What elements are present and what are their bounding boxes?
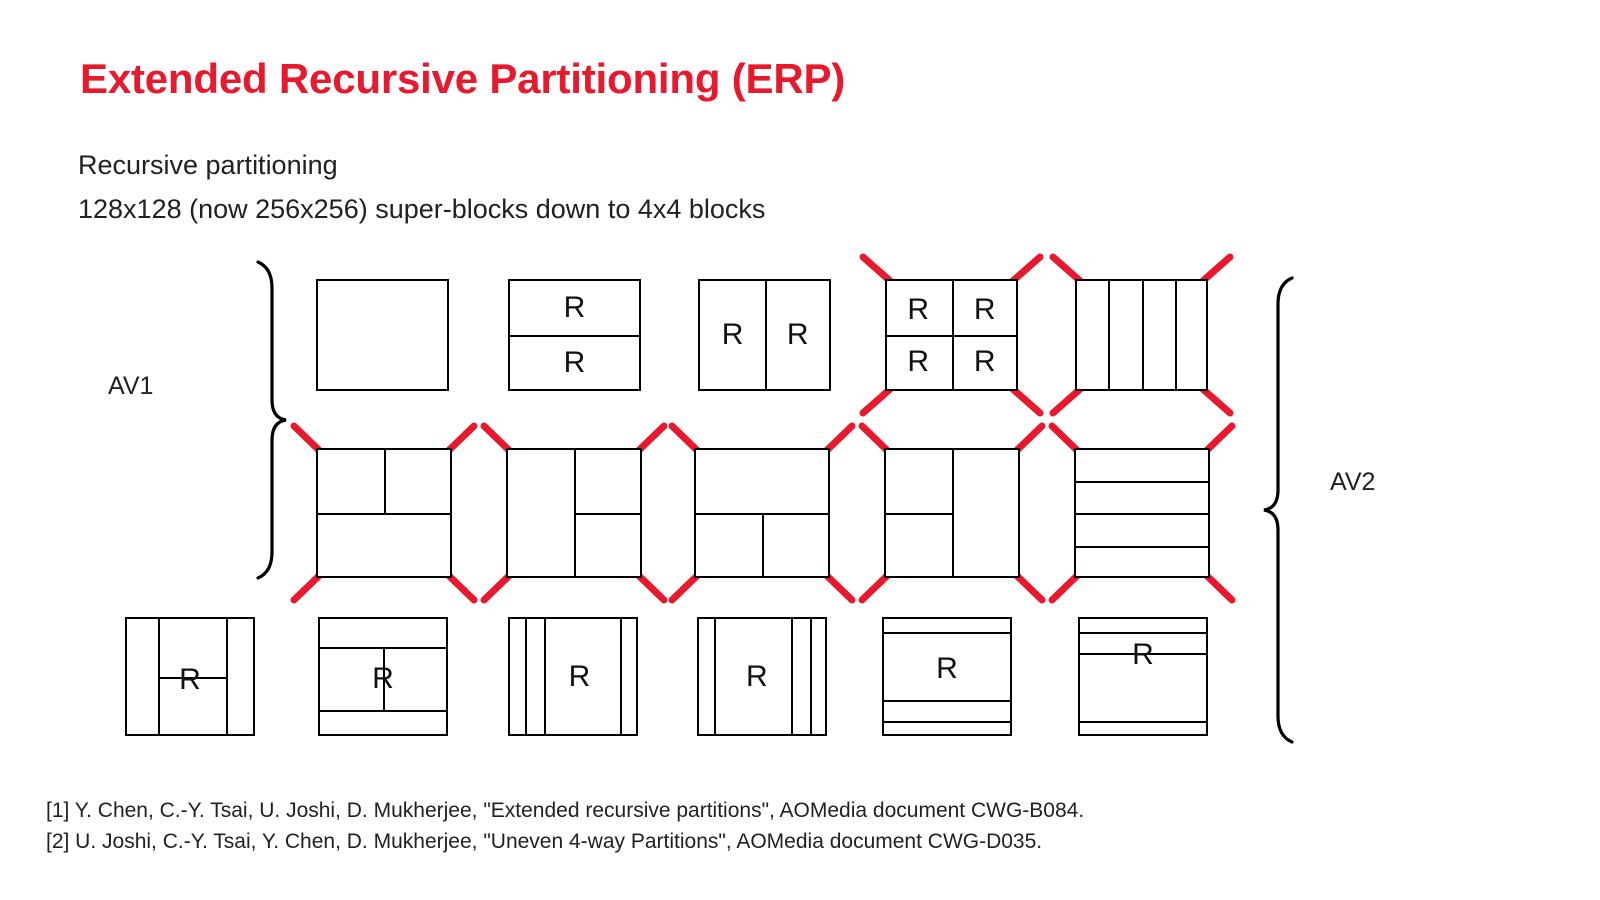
r-marker: R bbox=[936, 652, 958, 686]
block-border bbox=[1078, 617, 1208, 736]
partition-block-horz-a-partition[interactable] bbox=[316, 448, 452, 578]
divider-vertical bbox=[952, 448, 954, 578]
r-marker: R bbox=[973, 344, 996, 378]
divider-vertical bbox=[226, 617, 229, 736]
r-marker: R bbox=[568, 659, 591, 693]
r-marker: R bbox=[907, 344, 930, 378]
subtitle-line-1: Recursive partitioning bbox=[78, 150, 338, 180]
divider-vertical bbox=[384, 448, 386, 513]
divider-horizontal bbox=[884, 513, 952, 515]
divider-vertical bbox=[790, 617, 793, 736]
partition-block-horz-4-partition[interactable] bbox=[1074, 448, 1210, 578]
divider-horizontal bbox=[882, 720, 1012, 723]
divider-horizontal bbox=[574, 513, 642, 515]
subtitle-line-2: 128x128 (now 256x256) super-blocks down … bbox=[78, 194, 766, 224]
divider-vertical bbox=[810, 617, 813, 736]
reference-item-1: [1] Y. Chen, C.-Y. Tsai, U. Joshi, D. Mu… bbox=[46, 799, 1085, 822]
r-marker: R bbox=[721, 318, 744, 351]
partition-block-uneven-horz-3-partition[interactable]: R bbox=[318, 617, 448, 736]
divider-vertical bbox=[764, 279, 767, 391]
partition-block-uneven-vert-4-right-partition[interactable]: R bbox=[697, 617, 827, 736]
page-title: Extended Recursive Partitioning (ERP) bbox=[80, 55, 846, 102]
divider-vertical bbox=[619, 617, 622, 736]
partition-block-uneven-horz-4-bottom-partition[interactable]: R bbox=[1078, 617, 1208, 736]
r-marker: R bbox=[786, 318, 809, 351]
divider-vertical bbox=[1108, 279, 1111, 391]
partition-block-vert-a-partition[interactable] bbox=[506, 448, 642, 578]
divider-vertical bbox=[1174, 279, 1177, 391]
divider-horizontal bbox=[1074, 480, 1210, 483]
divider-horizontal bbox=[157, 676, 227, 679]
r-marker: R bbox=[563, 346, 586, 379]
divider-vertical bbox=[713, 617, 716, 736]
r-marker: R bbox=[973, 292, 996, 326]
divider-horizontal bbox=[882, 632, 1012, 635]
divider-horizontal bbox=[508, 335, 641, 337]
divider-horizontal bbox=[885, 335, 1018, 337]
partition-block-vert-b-partition[interactable] bbox=[884, 448, 1020, 578]
divider-vertical bbox=[544, 617, 547, 736]
divider-horizontal bbox=[1078, 632, 1208, 635]
reference-item-2: [2] U. Joshi, C.-Y. Tsai, Y. Chen, D. Mu… bbox=[46, 830, 1043, 853]
brace-av2 bbox=[1263, 276, 1294, 744]
r-marker: R bbox=[179, 663, 201, 697]
group-label-av2: AV2 bbox=[1330, 468, 1376, 496]
divider-vertical bbox=[383, 646, 385, 710]
r-marker: R bbox=[745, 659, 768, 693]
partition-block-none-partition[interactable] bbox=[316, 279, 449, 391]
subtitle-block: Recursive partitioning 128x128 (now 256x… bbox=[78, 143, 765, 231]
partition-block-uneven-vert-4-left-partition[interactable]: R bbox=[508, 617, 638, 736]
partition-block-uneven-vert-3-partition[interactable]: R bbox=[125, 617, 255, 736]
group-label-av1: AV1 bbox=[108, 372, 154, 400]
partition-block-horz-b-partition[interactable] bbox=[694, 448, 830, 578]
r-marker: R bbox=[563, 291, 586, 325]
r-marker: R bbox=[907, 292, 930, 326]
partition-block-uneven-horz-4-top-partition[interactable]: R bbox=[882, 617, 1012, 736]
divider-horizontal bbox=[318, 709, 448, 712]
divider-vertical bbox=[1141, 279, 1144, 391]
divider-vertical bbox=[524, 617, 527, 736]
block-border bbox=[882, 617, 1012, 736]
block-border bbox=[508, 617, 638, 736]
divider-vertical bbox=[762, 513, 764, 578]
block-border bbox=[697, 617, 827, 736]
block-border bbox=[316, 279, 449, 391]
divider-horizontal bbox=[1074, 545, 1210, 548]
r-marker: R bbox=[1132, 638, 1154, 672]
divider-horizontal bbox=[1078, 720, 1208, 723]
divider-horizontal bbox=[1078, 652, 1208, 655]
divider-horizontal bbox=[882, 700, 1012, 703]
divider-horizontal bbox=[316, 513, 452, 515]
partition-block-vert-4-partition[interactable] bbox=[1075, 279, 1208, 391]
reference-list: [1] Y. Chen, C.-Y. Tsai, U. Joshi, D. Mu… bbox=[46, 795, 1084, 857]
divider-horizontal bbox=[1074, 513, 1210, 515]
r-marker: R bbox=[372, 661, 394, 695]
brace-av1 bbox=[256, 260, 287, 580]
